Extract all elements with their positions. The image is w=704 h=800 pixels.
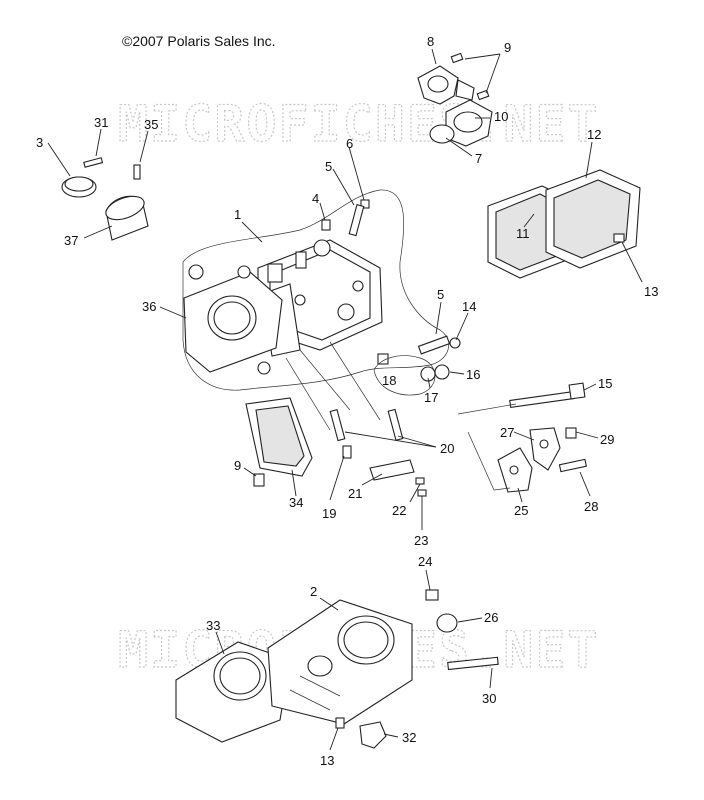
callout-5b: 5 <box>437 287 444 302</box>
copyright-notice: ©2007 Polaris Sales Inc. <box>122 33 276 49</box>
spacer-22 <box>415 477 425 485</box>
spring-20b <box>387 408 404 441</box>
plug-16 <box>434 364 450 380</box>
callout-7: 7 <box>475 151 482 166</box>
callout-33: 33 <box>206 618 220 633</box>
callout-21: 21 <box>348 486 362 501</box>
watermark-top: MICROFICHES.NET <box>118 95 600 153</box>
callout-29: 29 <box>600 432 614 447</box>
callout-26: 26 <box>484 610 498 625</box>
callout-31: 31 <box>94 115 108 130</box>
callout-9b: 9 <box>234 458 241 473</box>
callout-25: 25 <box>514 503 528 518</box>
fitting-26 <box>436 613 458 633</box>
bolt-28 <box>558 458 587 473</box>
callout-37: 37 <box>64 233 78 248</box>
intake-boot-assembly <box>61 157 149 241</box>
bracket-25-27 <box>497 427 561 493</box>
clip-23 <box>417 489 427 497</box>
cylinder-gasket-33 <box>175 641 291 743</box>
callout-28: 28 <box>584 499 598 514</box>
callout-27: 27 <box>500 425 514 440</box>
callout-14: 14 <box>462 299 476 314</box>
callout-34: 34 <box>289 495 303 510</box>
callout-36: 36 <box>142 299 156 314</box>
cylinder-block-2 <box>267 599 413 725</box>
callout-6: 6 <box>346 136 353 151</box>
callout-10: 10 <box>494 109 508 124</box>
callout-11: 11 <box>516 226 530 241</box>
valve-cap-6 <box>360 199 370 209</box>
bolt-13b <box>335 717 345 729</box>
callout-3: 3 <box>36 135 43 150</box>
callout-16: 16 <box>466 367 480 382</box>
head-gasket <box>183 264 283 375</box>
valve-seal-4 <box>321 219 331 231</box>
elbow-32 <box>359 721 387 749</box>
stud-30 <box>447 656 499 671</box>
callout-5: 5 <box>325 159 332 174</box>
callout-labels: 8 9 10 7 31 35 3 37 6 5 4 1 36 12 11 13 … <box>36 34 658 768</box>
callout-19: 19 <box>322 506 336 521</box>
callout-9: 9 <box>504 40 511 55</box>
valve-guide-5 <box>348 204 365 237</box>
callout-2: 2 <box>310 584 317 599</box>
callout-12: 12 <box>587 127 601 142</box>
bolt-13 <box>613 233 625 243</box>
dowel-5 <box>417 335 451 355</box>
plug-24 <box>425 589 439 601</box>
cylinder-head <box>257 239 383 357</box>
bolt-9b <box>253 473 265 487</box>
callout-22: 22 <box>392 503 406 518</box>
callout-15: 15 <box>598 376 612 391</box>
thermostat-housing <box>417 52 493 147</box>
callout-17: 17 <box>424 390 438 405</box>
callout-20: 20 <box>440 441 454 456</box>
long-bolt-15 <box>509 382 586 409</box>
callout-30: 30 <box>482 691 496 706</box>
spring-20a <box>329 409 346 442</box>
bolt-19 <box>342 445 352 459</box>
callout-18: 18 <box>382 373 396 388</box>
inspection-cover-34 <box>245 397 313 477</box>
callout-13: 13 <box>644 284 658 299</box>
callout-32: 32 <box>402 730 416 745</box>
valve-cover-12 <box>545 169 641 269</box>
pin-18 <box>377 353 389 365</box>
callout-4: 4 <box>312 191 319 206</box>
callout-1: 1 <box>234 207 241 222</box>
callout-23: 23 <box>414 533 428 548</box>
plug-14 <box>449 337 461 349</box>
callout-8: 8 <box>427 34 434 49</box>
callout-24: 24 <box>418 554 432 569</box>
screw-29 <box>565 427 577 439</box>
callout-35: 35 <box>144 117 158 132</box>
callout-13b: 13 <box>320 753 334 768</box>
